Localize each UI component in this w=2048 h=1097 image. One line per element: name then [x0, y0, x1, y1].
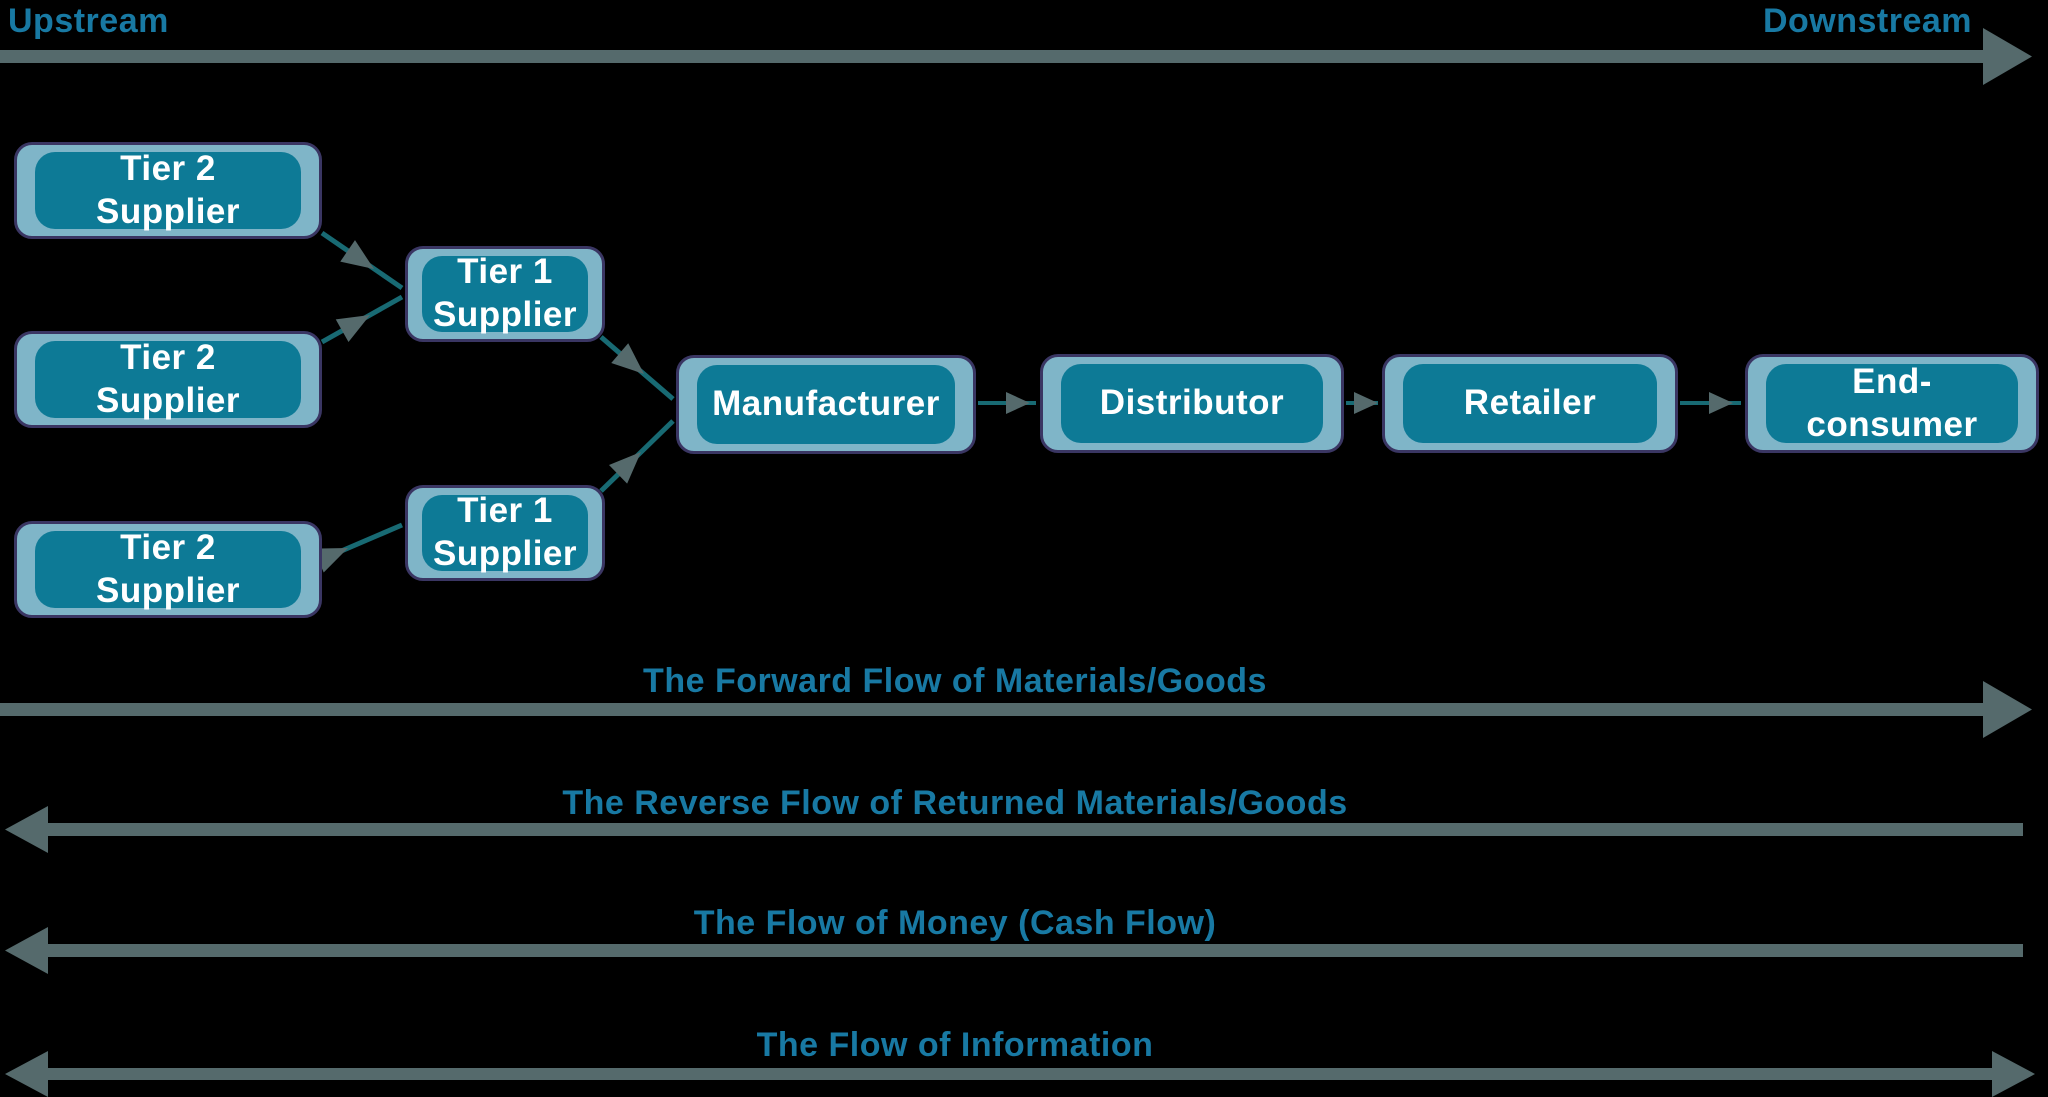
- arrow-line: [0, 50, 1990, 63]
- node-surface: Tier 2 Supplier: [35, 338, 301, 420]
- arrow-line: [0, 703, 1985, 716]
- node-label: Distributor: [1099, 383, 1285, 423]
- connector-tier2c-tier1b: [313, 522, 403, 573]
- arrowhead-icon: [608, 452, 641, 484]
- node-label: Tier 2 Supplier: [95, 527, 241, 610]
- arrowhead-icon: [340, 240, 374, 269]
- node-tier1-supplier-2: Tier 1 Supplier: [405, 485, 605, 581]
- forward-flow-label: The Forward Flow of Materials/Goods: [643, 662, 1267, 700]
- arrow-line: [44, 1068, 1994, 1080]
- node-surface: Manufacturer: [697, 365, 955, 444]
- downstream-label: Downstream: [1762, 2, 1972, 40]
- node-label: End- consumer: [1806, 361, 1978, 444]
- node-surface: Tier 1 Supplier: [422, 252, 588, 334]
- node-label: Retailer: [1463, 383, 1597, 423]
- arrowhead-right-icon: [1992, 1051, 2035, 1097]
- arrowhead-icon: [1354, 392, 1378, 414]
- upstream-label: Upstream: [8, 2, 169, 40]
- node-label: Manufacturer: [712, 384, 940, 424]
- node-tier1-supplier-1: Tier 1 Supplier: [405, 246, 605, 342]
- connector-line: [599, 419, 675, 493]
- arrowhead-icon: [611, 343, 644, 374]
- connector-line: [317, 522, 403, 564]
- information-flow-label: The Flow of Information: [756, 1026, 1154, 1064]
- node-surface: End- consumer: [1766, 361, 2018, 444]
- node-end-consumer: End- consumer: [1745, 354, 2039, 453]
- node-label: Tier 1 Supplier: [432, 252, 578, 334]
- connector-manufacturer-distributor: [978, 392, 1036, 414]
- node-manufacturer: Manufacturer: [676, 355, 976, 454]
- arrowhead-right-icon: [1983, 681, 2032, 738]
- connector-tier2a-tier1a: [320, 230, 404, 291]
- connector-tier2b-tier1a: [320, 294, 404, 345]
- connector-tier1b-manufacturer: [599, 419, 675, 493]
- node-distributor: Distributor: [1040, 354, 1344, 453]
- connector-distributor-retailer: [1346, 392, 1378, 414]
- arrow-line: [46, 823, 2023, 836]
- node-tier2-supplier-3: Tier 2 Supplier: [14, 521, 322, 618]
- connector-line: [320, 230, 404, 291]
- connector-retailer-endconsumer: [1680, 392, 1741, 414]
- node-tier2-supplier-2: Tier 2 Supplier: [14, 331, 322, 428]
- connector-line: [599, 335, 675, 401]
- arrowhead-icon: [1709, 392, 1733, 414]
- arrowhead-right-icon: [1983, 28, 2032, 85]
- node-retailer: Retailer: [1382, 354, 1678, 453]
- connector-line: [320, 294, 404, 345]
- node-surface: Distributor: [1061, 364, 1323, 443]
- money-flow-label: The Flow of Money (Cash Flow): [693, 904, 1217, 942]
- node-label: Tier 2 Supplier: [95, 148, 241, 231]
- node-surface: Tier 1 Supplier: [422, 491, 588, 573]
- node-surface: Tier 2 Supplier: [35, 149, 301, 231]
- node-surface: Retailer: [1403, 364, 1657, 443]
- connector-tier1a-manufacturer: [599, 335, 675, 401]
- top-timeline-arrow: [0, 28, 2032, 85]
- node-label: Tier 2 Supplier: [95, 337, 241, 420]
- node-tier2-supplier-1: Tier 2 Supplier: [14, 142, 322, 239]
- node-surface: Tier 2 Supplier: [35, 528, 301, 610]
- arrow-line: [46, 944, 2023, 957]
- node-label: Tier 1 Supplier: [432, 491, 578, 573]
- arrowhead-icon: [1006, 392, 1030, 414]
- reverse-flow-label: The Reverse Flow of Returned Materials/G…: [562, 784, 1348, 822]
- arrowhead-icon: [335, 315, 370, 343]
